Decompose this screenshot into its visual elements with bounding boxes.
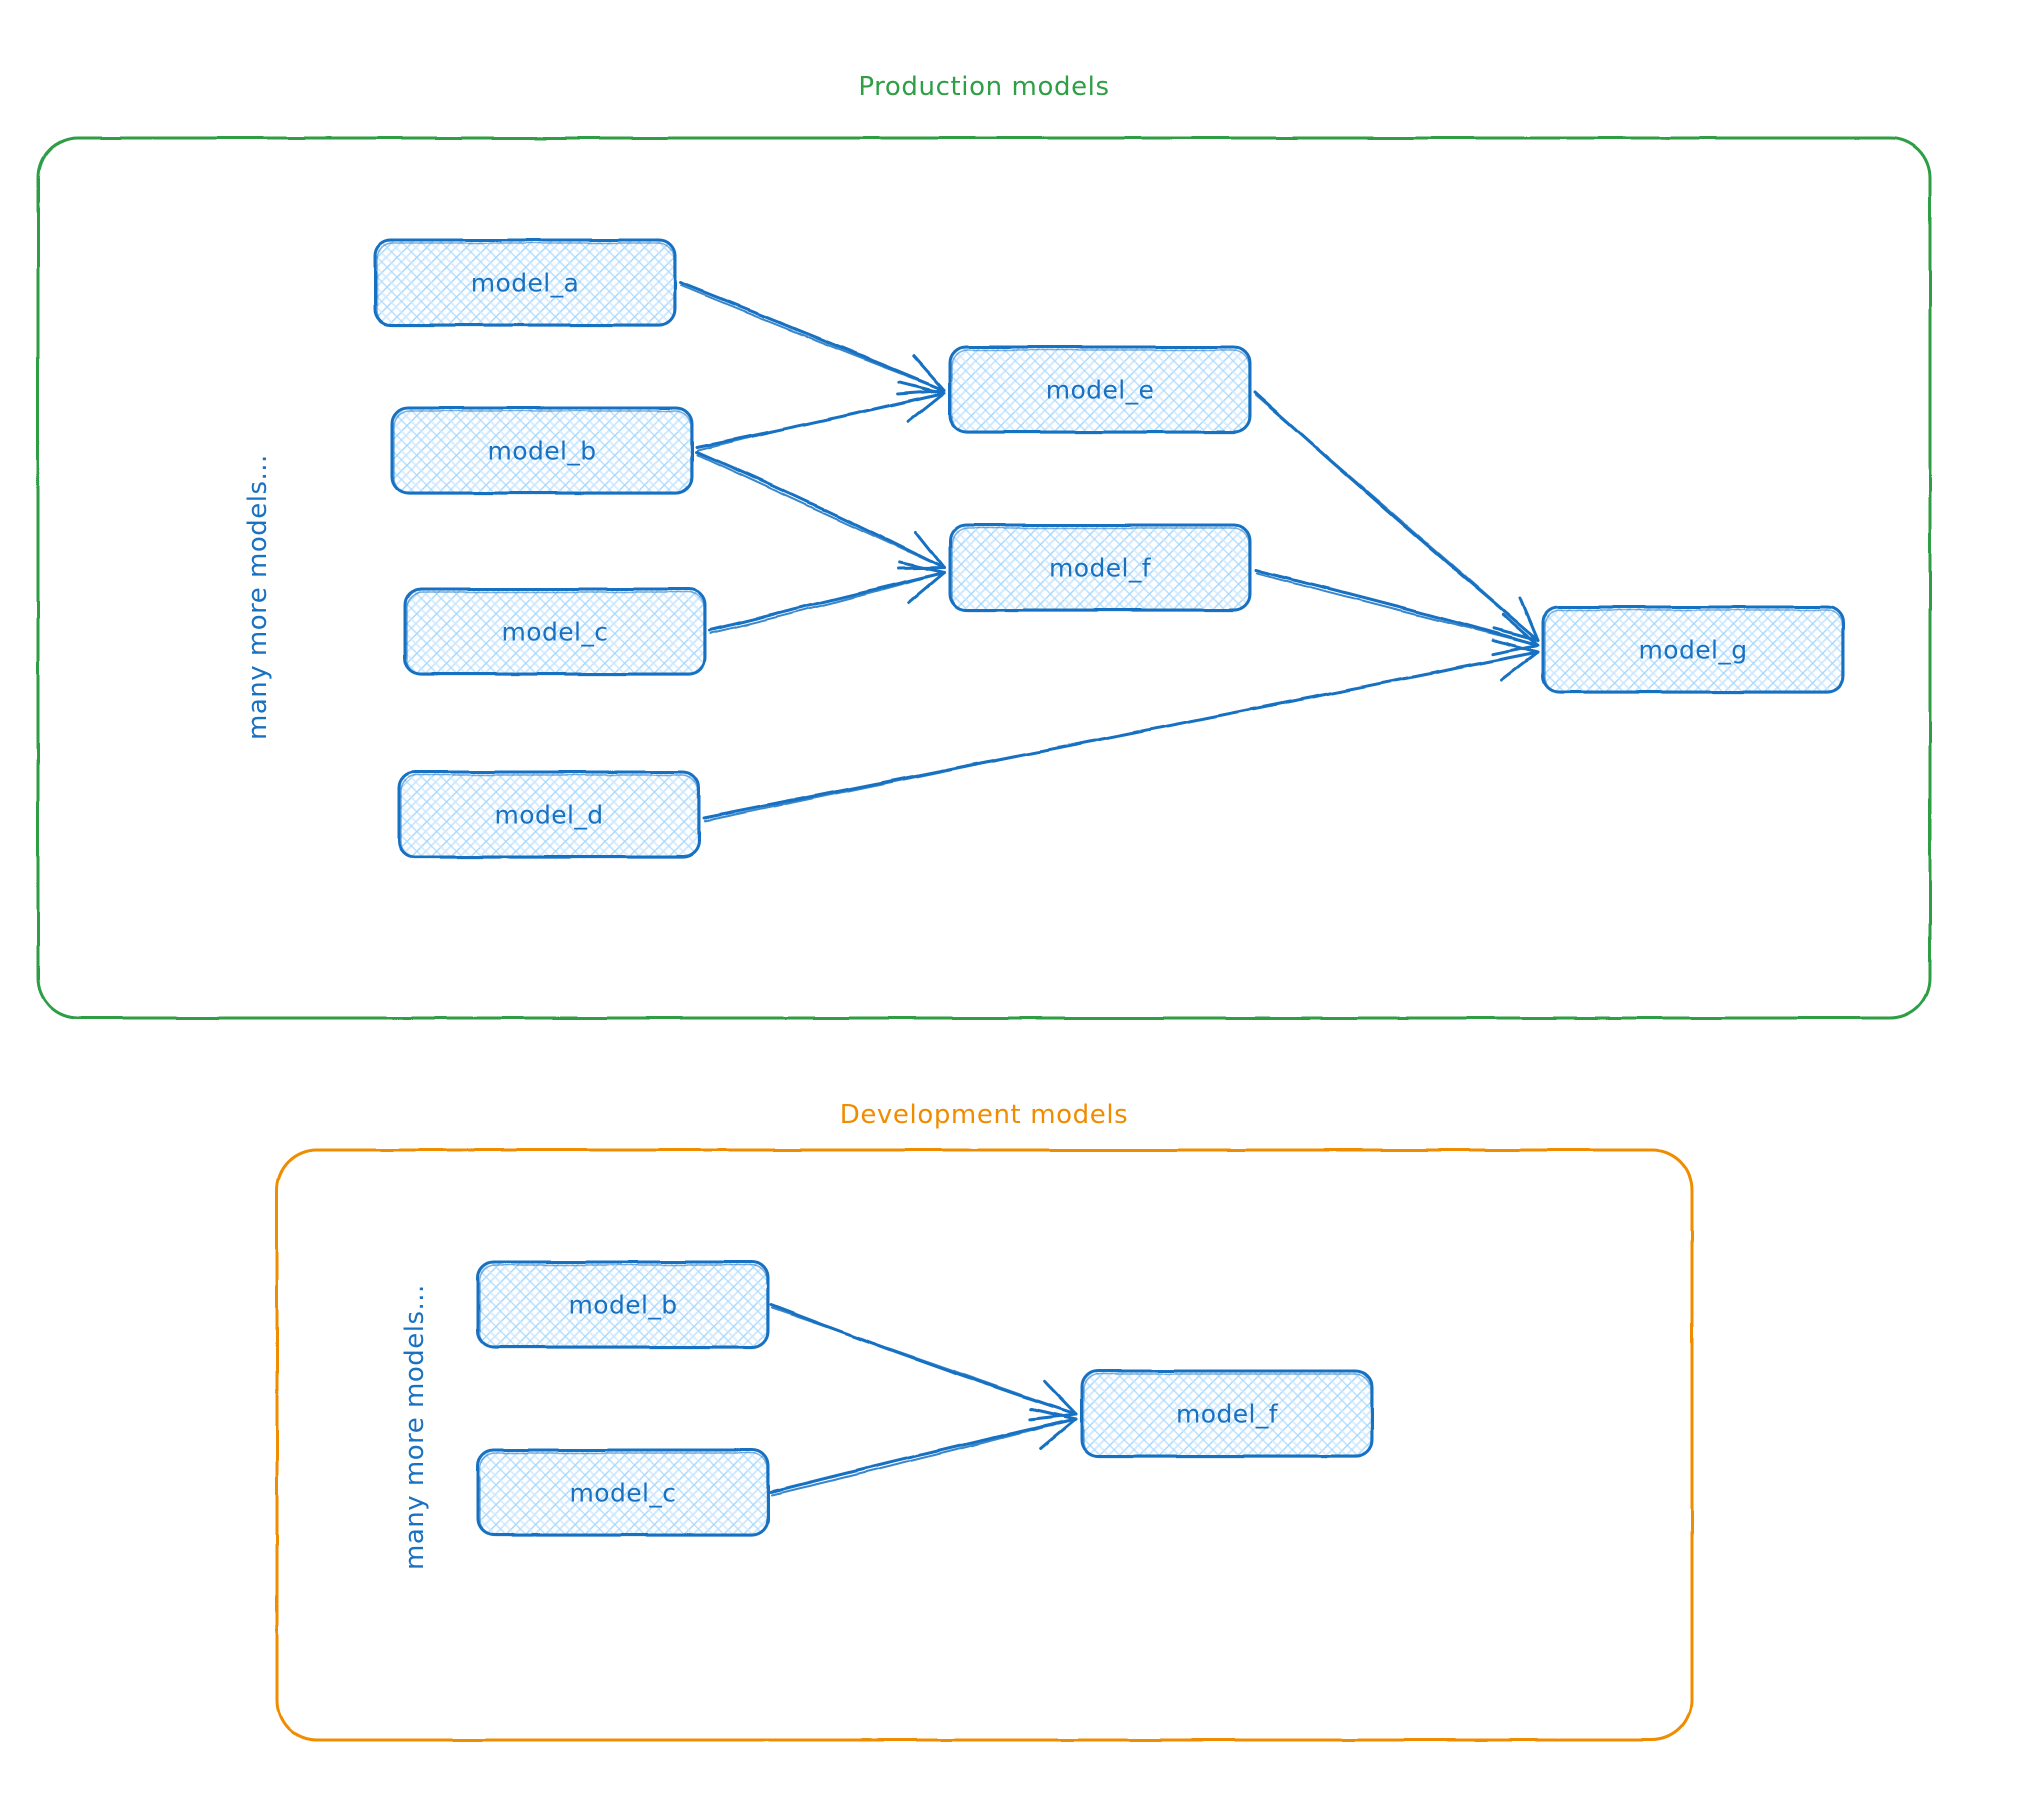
node-label-prod_model_b: model_b: [487, 436, 597, 465]
node-label-dev_model_f: model_f: [1176, 1399, 1278, 1428]
edge-a-to-e: [678, 281, 946, 395]
edge-f-to-g: [1253, 568, 1540, 656]
node-prod_model_b[interactable]: [390, 406, 694, 495]
edge-layer: [678, 281, 1540, 1496]
node-dev_model_c[interactable]: [476, 1448, 770, 1537]
edge-d-to-g: [702, 638, 1540, 822]
edge-b-to-f: [695, 450, 946, 571]
node-label-dev_model_b: model_b: [568, 1290, 678, 1319]
node-prod_model_a[interactable]: [373, 238, 677, 327]
node-prod_model_c[interactable]: [403, 587, 707, 676]
edge-e-to-g: [1253, 391, 1540, 642]
node-label-prod_model_f: model_f: [1049, 553, 1151, 582]
group-title-development: Development models: [839, 1100, 1129, 1130]
node-label-prod_model_g: model_g: [1638, 635, 1748, 664]
side-label-production: many more models...: [243, 454, 273, 740]
node-prod_model_e[interactable]: [948, 345, 1252, 434]
group-title-production: Production models: [858, 72, 1110, 102]
node-label-prod_model_a: model_a: [470, 268, 580, 297]
group-frame-production: [36, 136, 1932, 1020]
node-label-prod_model_e: model_e: [1045, 375, 1155, 404]
node-label-prod_model_d: model_d: [494, 800, 604, 829]
edge-devb-to-devf: [769, 1303, 1078, 1421]
group-frames: [36, 136, 1932, 1742]
node-dev_model_b[interactable]: [476, 1260, 770, 1349]
node-prod_model_g[interactable]: [1541, 605, 1845, 694]
node-layer: [373, 238, 1845, 1537]
node-label-prod_model_c: model_c: [501, 617, 609, 646]
edge-b-to-e: [695, 380, 946, 451]
side-label-development: many more models...: [400, 1284, 430, 1570]
edge-c-to-f: [708, 561, 946, 634]
node-dev_model_f[interactable]: [1080, 1369, 1374, 1458]
node-prod_model_d[interactable]: [397, 770, 701, 859]
edge-devc-to-devf: [769, 1407, 1078, 1496]
group-frame-development: [275, 1148, 1694, 1742]
node-prod_model_f[interactable]: [948, 523, 1252, 612]
node-label-dev_model_c: model_c: [569, 1478, 677, 1507]
